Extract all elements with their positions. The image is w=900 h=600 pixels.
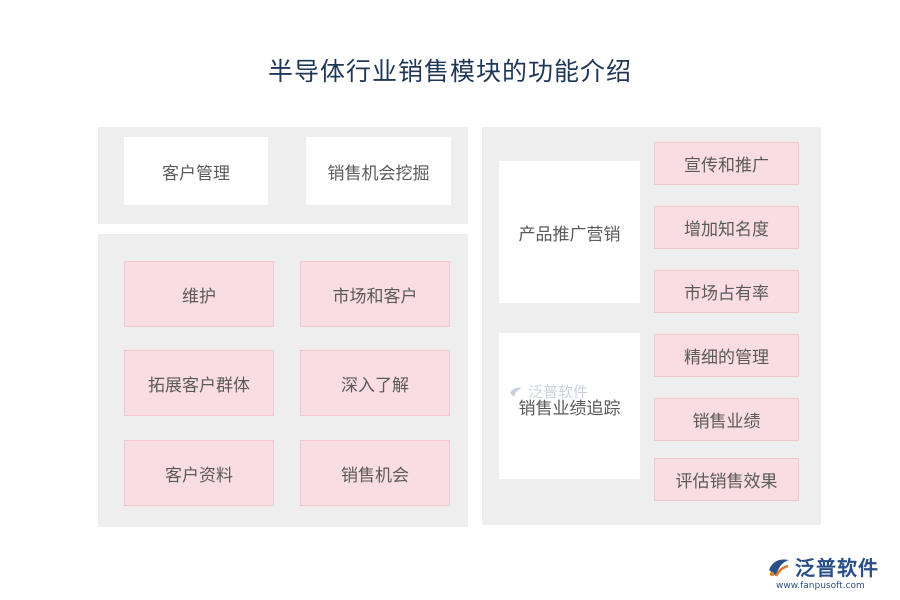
logo-text: 泛普软件: [795, 556, 879, 580]
sales-performance-tracking-box: 销售业绩追踪: [499, 333, 640, 479]
customer-management-box: 客户管理: [124, 137, 268, 205]
deep-understanding-box: 深入了解: [300, 350, 450, 416]
sales-opportunity-mining-box: 销售机会挖掘: [306, 137, 451, 205]
expand-customer-group-box: 拓展客户群体: [124, 350, 274, 416]
watermark-logo-icon: [510, 387, 522, 397]
awareness-box: 增加知名度: [654, 206, 799, 249]
sales-opportunity-box: 销售机会: [300, 440, 450, 506]
watermark-text: 泛普软件: [528, 383, 589, 401]
fanpu-logo-icon: [769, 558, 789, 577]
customer-data-box: 客户资料: [124, 440, 274, 506]
watermark: 泛普软件: [508, 381, 588, 402]
logo-url: www.fanpusoft.com: [776, 581, 865, 591]
product-promotion-box: 产品推广营销: [499, 161, 640, 303]
page-title: 半导体行业销售模块的功能介绍: [267, 57, 632, 86]
brand-logo: 泛普软件 www.fanpusoft.com: [766, 552, 896, 598]
maintenance-box: 维护: [124, 261, 274, 327]
sales-performance-box: 销售业绩: [654, 398, 799, 441]
evaluate-sales-effect-box: 评估销售效果: [654, 458, 799, 501]
publicity-box: 宣传和推广: [654, 142, 799, 185]
market-share-box: 市场占有率: [654, 270, 799, 313]
market-and-customer-box: 市场和客户: [300, 261, 450, 327]
fine-management-box: 精细的管理: [654, 334, 799, 377]
